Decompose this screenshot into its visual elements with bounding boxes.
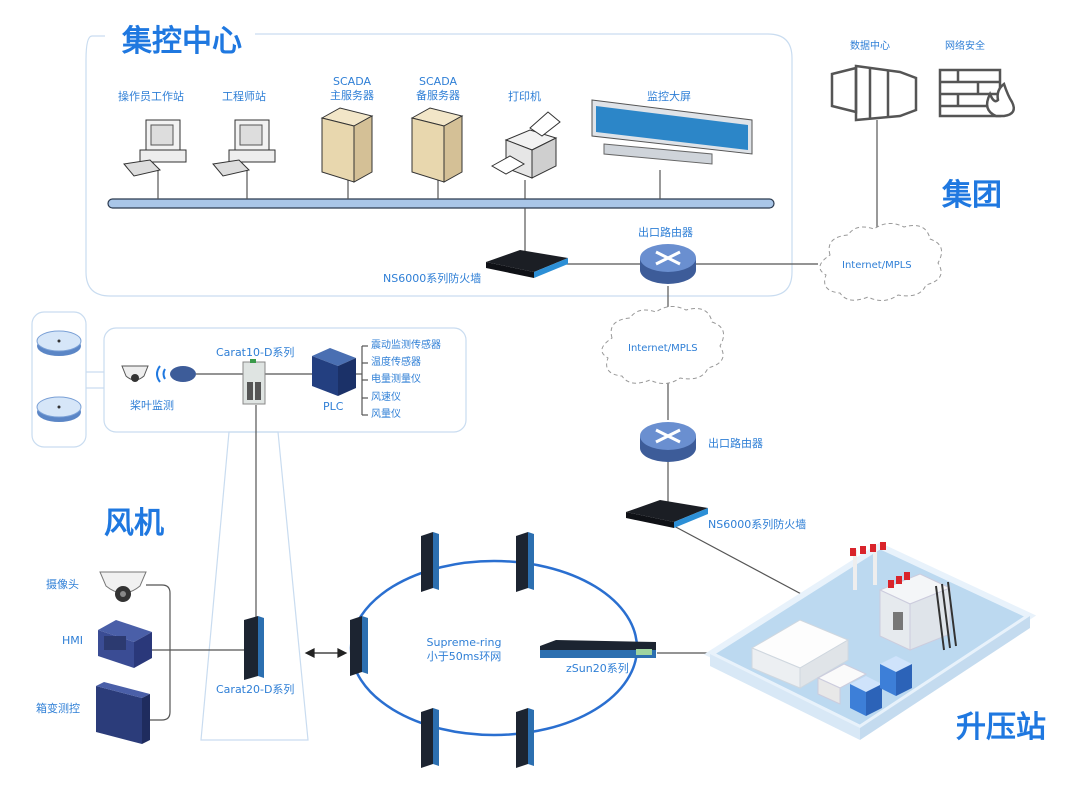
label-zsun: zSun20系列 [566,662,629,675]
label-firewall-top: NS6000系列防火墙 [383,272,482,285]
blade-box [31,311,87,448]
data-center-icon [830,64,918,122]
router-icon-top [640,244,696,284]
label-cloud-group: Internet/MPLS [842,260,912,271]
firewall-icon-wan [626,500,708,528]
carat10-switch-icon [242,359,266,405]
substation-illustration [703,542,1037,740]
printer-icon [490,111,561,179]
label-scada-backup-line2: 备服务器 [416,89,460,102]
server-icon-main [320,107,374,183]
label-router-wan: 出口路由器 [708,437,763,450]
firewall-security-icon [938,68,1015,118]
sensor-item: 风速仪 [371,392,401,403]
label-printer: 打印机 [508,90,541,103]
label-scada-main: SCADA 主服务器 [330,75,374,103]
turbine-nacelle-box [103,327,467,433]
dome-camera-icon-small [121,365,149,382]
tower-outline [200,431,309,741]
label-scada-backup: SCADA 备服务器 [415,75,461,103]
sensor-item: 震动监测传感器 [371,340,441,351]
box-monitor-icon [96,682,150,744]
control-center-boundary [85,33,793,297]
carat20-switch-icon [244,616,264,680]
region-title-control-center: 集控中心 [122,24,242,59]
wireless-node-icon [170,366,196,382]
hmi-icon [98,620,152,668]
video-wall-icon [591,99,753,165]
label-carat20: Carat20-D系列 [216,683,295,696]
zsun-switch-icon [540,640,656,658]
label-ring-line1: Supreme-ring [426,636,502,649]
label-carat10: Carat10-D系列 [216,346,295,359]
sensor-item: 风量仪 [371,409,401,420]
label-plc: PLC [323,400,344,413]
label-firewall-wan: NS6000系列防火墙 [708,518,807,531]
pc-icon-engineer [212,119,276,177]
region-title-turbine: 风机 [104,506,164,541]
sensor-item: 温度传感器 [371,357,421,368]
router-icon-wan [640,422,696,462]
region-title-group: 集团 [942,178,1002,213]
plc-icon [312,348,356,396]
label-engineer-ws: 工程师站 [222,90,266,103]
blade-disc-icon-1 [36,330,82,356]
label-scada-main-line2: 主服务器 [330,89,374,102]
pc-icon-operator [123,119,187,177]
label-scada-backup-line1: SCADA [419,75,457,88]
double-arrow [304,648,348,658]
cloud-group [819,223,943,301]
cloud-wan [601,306,725,384]
label-box-monitor: 箱变测控 [36,702,80,715]
lan-bus [107,198,775,209]
firewall-icon-top [486,250,568,278]
label-ring-line2: 小于50ms环网 [426,650,502,663]
ring-switch-icon-top-right [516,532,534,592]
label-ring: Supreme-ring 小于50ms环网 [426,636,502,664]
ring-switch-icon-bottom-left [421,708,439,768]
camera-icon [99,571,147,602]
label-blade-monitor: 桨叶监测 [130,399,174,412]
label-data-center: 数据中心 [850,41,890,52]
label-hmi: HMI [62,634,84,647]
label-video-wall: 监控大屏 [647,90,691,103]
label-scada-main-line1: SCADA [333,75,371,88]
label-operator-ws: 操作员工作站 [118,90,184,103]
sensor-item: 电量测量仪 [371,374,421,385]
label-cloud-wan: Internet/MPLS [628,343,698,354]
ring-switch-icon-left [350,616,368,676]
label-router-top: 出口路由器 [638,226,693,239]
server-icon-backup [410,107,464,183]
label-network-security: 网络安全 [945,41,985,52]
ring-switch-icon-bottom-right [516,708,534,768]
ring-switch-icon-top-left [421,532,439,592]
label-camera: 摄像头 [46,578,79,591]
region-title-substation: 升压站 [956,710,1046,745]
blade-disc-icon-2 [36,396,82,422]
wireless-icon [156,365,166,383]
